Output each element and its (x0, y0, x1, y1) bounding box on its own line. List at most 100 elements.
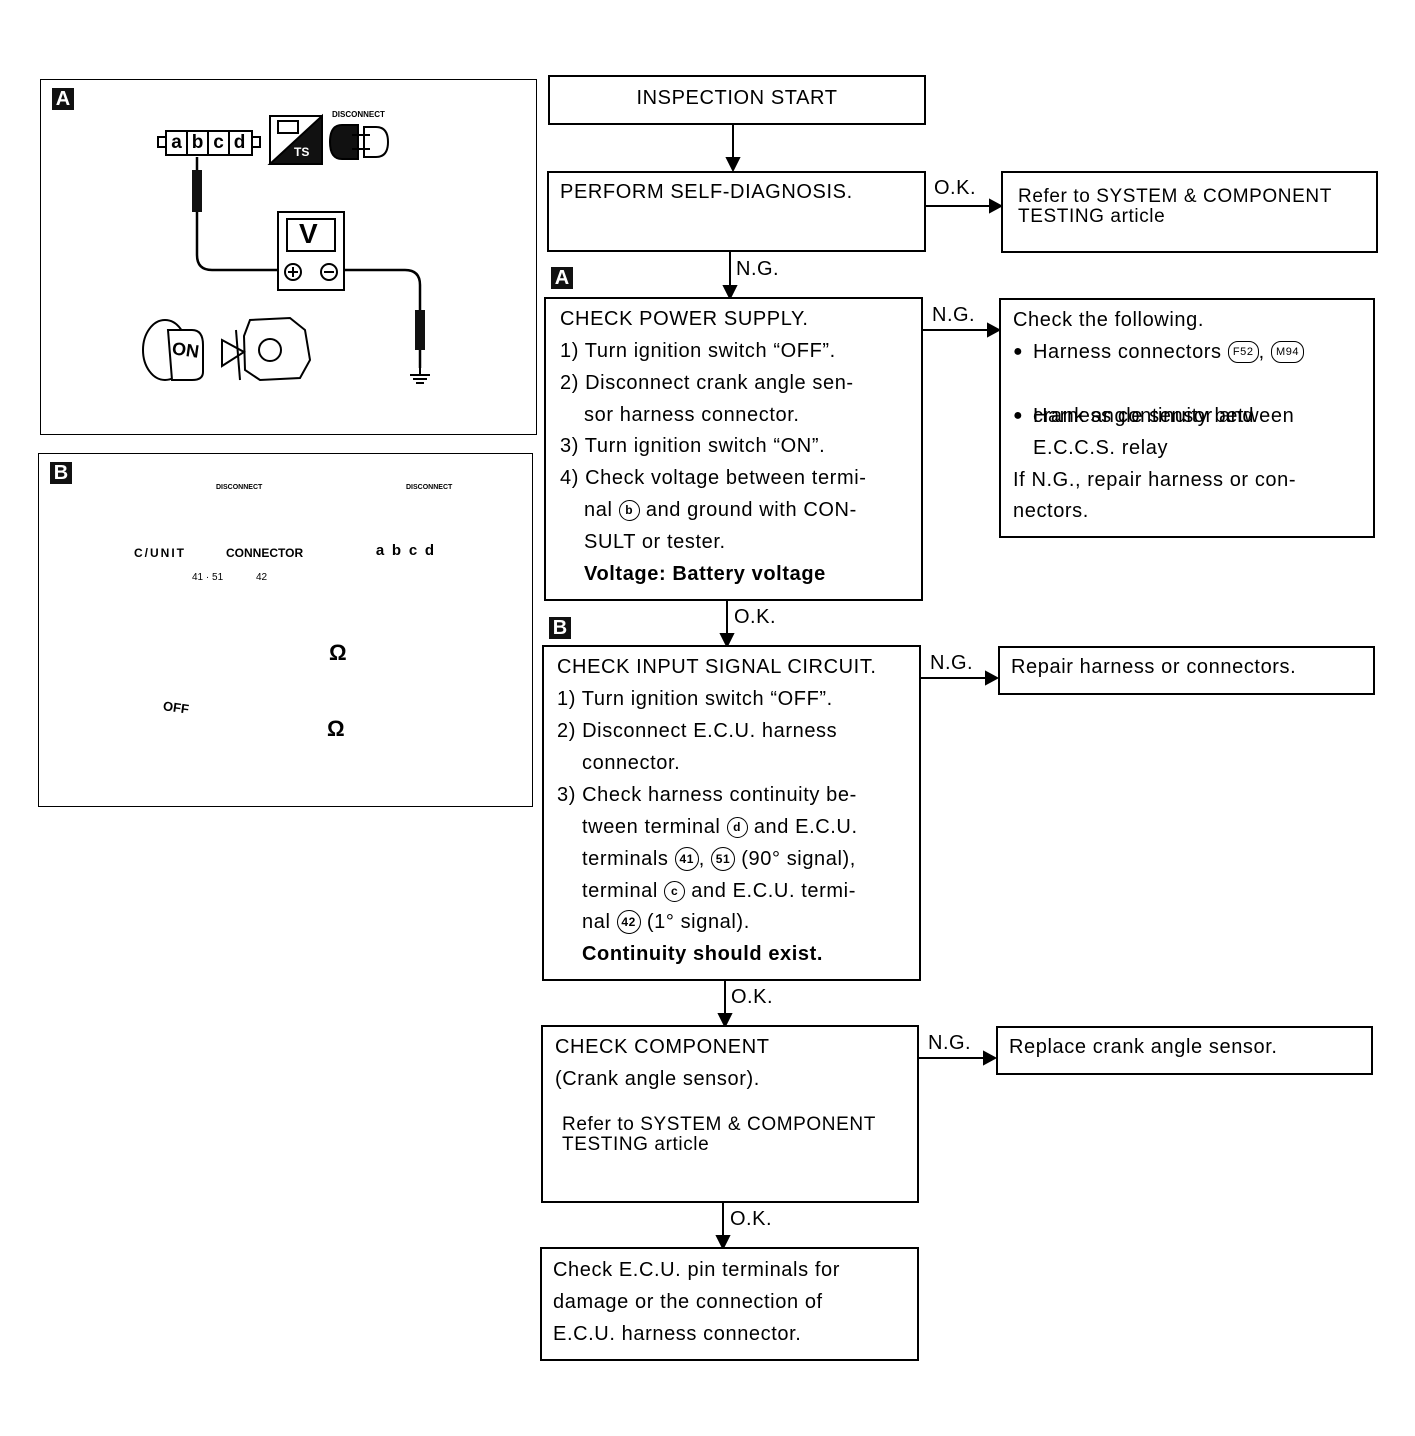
ts-label: TS (376, 513, 389, 524)
input-step-3c: terminals 41, 51 (90° signal), (582, 843, 856, 875)
input-s3b-post: and E.C.U. (753, 816, 858, 838)
refer-text-1: Refer to SYSTEM & COMPONENT (1018, 186, 1332, 207)
power-step-4a: 4) Check voltage between termi- (560, 467, 867, 489)
input-s3c-post: (90° signal), (741, 848, 856, 870)
input-s3d-pre: terminal (582, 880, 658, 902)
panel-b-tag: B (50, 462, 72, 484)
input-s3c-pre: terminals (582, 848, 669, 870)
inspection-start-text: INSPECTION START (636, 87, 838, 109)
input-s3e-post: (1° signal). (646, 911, 750, 933)
ecu-connector-label: CONNECTOR (226, 546, 304, 560)
panel-a-connector-letters: a b c d (166, 132, 252, 154)
following-b1-sep: , (1258, 341, 1265, 363)
ok-label: O.K. (734, 606, 777, 628)
replace-text: Replace crank angle sensor. (1009, 1036, 1278, 1058)
disconnect-icon (328, 124, 390, 160)
panel-b (38, 453, 533, 807)
connector-letter: a (375, 542, 385, 559)
pin-label: 42 (256, 572, 268, 583)
self-diagnosis-box (547, 171, 926, 252)
terminal-c: c (664, 881, 686, 902)
repair-box (998, 646, 1375, 695)
ng-label: N.G. (928, 1032, 972, 1054)
terminal-b: b (618, 500, 640, 521)
refer-box (1001, 171, 1378, 253)
terminal-d: d (726, 817, 748, 838)
ts-label: TS (294, 145, 310, 159)
component-refer-1: Refer to SYSTEM & COMPONENT (562, 1114, 876, 1135)
terminal-51: 51 (711, 847, 736, 871)
final-box (540, 1247, 919, 1361)
input-title: CHECK INPUT SIGNAL CIRCUIT. (557, 656, 877, 678)
following-b1-pre: Harness connectors (1033, 341, 1222, 363)
terminal-41: 41 (674, 847, 699, 871)
ng-label: N.G. (930, 652, 974, 674)
panel-a-connector (157, 130, 261, 156)
following-title: Check the following. (1013, 309, 1204, 331)
component-sub: (Crank angle sensor). (555, 1068, 760, 1090)
flow-arrows (715, 124, 1004, 1251)
connector-letter: d (424, 542, 435, 559)
power-step-2b: sor harness connector. (584, 404, 800, 426)
following-b2c: E.C.C.S. relay (1033, 437, 1169, 459)
power-title: CHECK POWER SUPPLY. (560, 308, 809, 330)
input-s3c-sep: , (698, 848, 705, 870)
power-step-4b-post: and ground with CON- (645, 499, 857, 521)
voltmeter-label: V (299, 218, 318, 249)
following-l5: nectors. (1013, 500, 1089, 522)
ignition-on-icon (142, 319, 204, 381)
input-s3e-pre: nal (582, 911, 611, 933)
connector-letter: b (391, 542, 402, 559)
connector-m94: M94 (1270, 341, 1305, 363)
disconnect-label: DISCONNECT (216, 484, 263, 491)
panel-a-tag: A (52, 88, 74, 110)
input-step-3b: tween terminal d and E.C.U. (582, 811, 858, 843)
hs-label: HS (186, 513, 200, 524)
ng-label: N.G. (736, 258, 780, 280)
ts-icon (267, 113, 323, 165)
input-step-3e: nal 42 (1° signal). (582, 906, 750, 938)
power-voltage: Voltage: Battery voltage (584, 563, 826, 585)
connector-f52: F52 (1227, 341, 1259, 363)
following-bullet-1: Harness connectors F52, M94 (1013, 336, 1415, 368)
power-supply-box (544, 297, 923, 601)
component-title: CHECK COMPONENT (555, 1036, 770, 1058)
terminal-42: 42 (616, 910, 641, 934)
connector-letter: c (213, 132, 224, 153)
refer-text-2: TESTING article (1018, 206, 1166, 227)
input-continuity: Continuity should exist. (582, 943, 824, 965)
ng-label: N.G. (932, 304, 976, 326)
ground-icon (410, 368, 430, 384)
power-step-4b: nal b and ground with CON- (584, 494, 857, 526)
ok-label: O.K. (731, 986, 774, 1008)
input-step-3a: 3) Check harness continuity be- (557, 784, 857, 806)
panel-a-probe-wires (195, 157, 422, 368)
power-step-1: 1) Turn ignition switch “OFF”. (560, 340, 836, 362)
self-diagnosis-text: PERFORM SELF-DIAGNOSIS. (560, 181, 853, 203)
connector-letter: c (408, 542, 418, 559)
panel-b-connector-letters: a b c d (372, 542, 438, 560)
panel-a-probe-ground (415, 310, 425, 350)
following-b2b: crank angle sensor and (1033, 405, 1255, 427)
final-l3: E.C.U. harness connector. (553, 1323, 802, 1345)
flow-tag-a: A (551, 267, 573, 289)
power-step-3: 3) Turn ignition switch “ON”. (560, 435, 826, 457)
disconnect-label: DISCONNECT (406, 484, 453, 491)
final-l2: damage or the connection of (553, 1291, 823, 1313)
component-box (541, 1025, 919, 1203)
engine-icon (221, 316, 312, 382)
inspection-start-box (548, 75, 926, 125)
following-l4: If N.G., repair harness or con- (1013, 469, 1297, 491)
input-step-2a: 2) Disconnect E.C.U. harness (557, 720, 838, 742)
pin-label: 41 · 51 (192, 572, 224, 583)
ecu-unit-label: C/UNIT (134, 546, 186, 560)
power-step-4b-pre: nal (584, 499, 613, 521)
disconnect-label: DISCONNECT (332, 110, 385, 119)
repair-text: Repair harness or connectors. (1011, 656, 1297, 678)
input-step-1: 1) Turn ignition switch “OFF”. (557, 688, 833, 710)
final-l1: Check E.C.U. pin terminals for (553, 1259, 840, 1281)
connector-letter: a (171, 132, 182, 153)
ohmmeter-label: Ω (327, 716, 345, 741)
voltmeter-icon (277, 211, 345, 291)
input-s3b-pre: tween terminal (582, 816, 721, 838)
